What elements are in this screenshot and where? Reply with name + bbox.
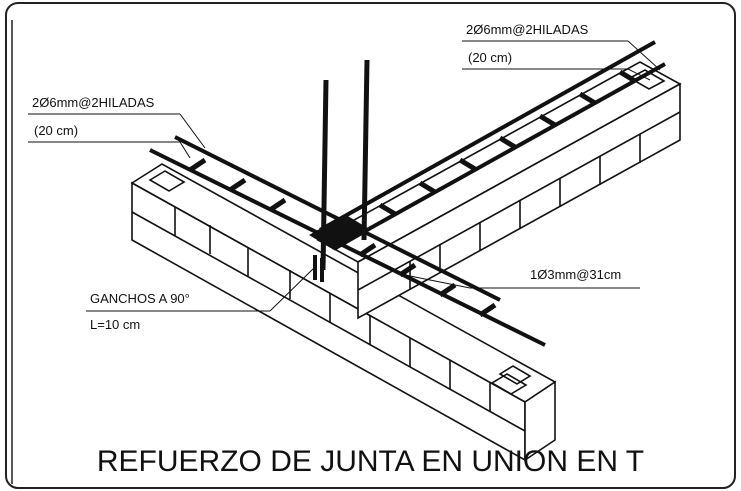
diagram-title: REFUERZO DE JUNTA EN UNION EN T (96, 445, 645, 478)
course-joint (357, 111, 681, 291)
leader-line (627, 40, 661, 71)
left-rebar-spec-label: 2Ø6mm@2HILADAS (32, 95, 155, 110)
main-wall-end-face (524, 380, 556, 462)
ladder-ties-main (188, 157, 497, 318)
hook-length-label: L=10 cm (90, 317, 141, 332)
top-rebar-spacing-label: (20 cm) (468, 50, 513, 65)
top-rebar-spec-label: 2Ø6mm@2HILADAS (466, 22, 589, 37)
block-cell (148, 170, 186, 192)
left-rebar-spacing-label: (20 cm) (34, 123, 79, 138)
ladder-ties-branch (378, 69, 637, 217)
masonry-wall-tee (130, 61, 682, 462)
block-cell (628, 69, 666, 90)
tie-spec-label: 1Ø3mm@31cm (530, 267, 622, 282)
joint-cage (309, 214, 371, 251)
leader-line (179, 141, 191, 159)
vertical-bar (361, 59, 370, 241)
hook-spec-label: GANCHOS A 90° (90, 291, 190, 306)
sheet-border (5, 2, 736, 489)
leader-line (404, 274, 471, 289)
branch-wall-bar (319, 40, 656, 232)
main-wall-bar (149, 148, 546, 347)
leader-line (179, 113, 206, 149)
reinforcement-bars (149, 40, 666, 347)
leader-line (627, 68, 651, 81)
block-cell (490, 373, 528, 395)
leader-line (269, 267, 315, 312)
leader-lines (28, 40, 661, 312)
course-joint (131, 211, 526, 432)
block-cell (498, 365, 532, 385)
